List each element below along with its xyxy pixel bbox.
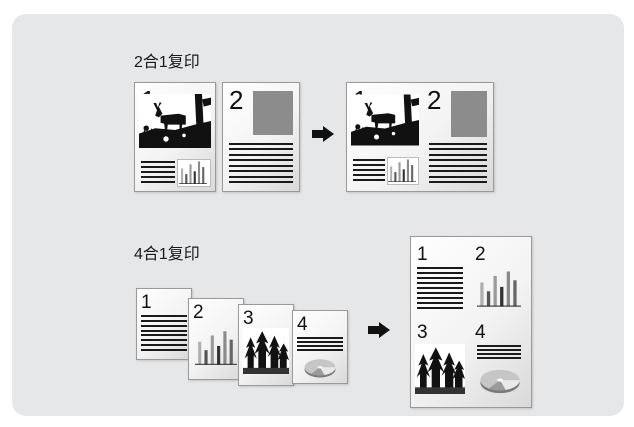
page-number: 4 — [475, 322, 486, 343]
text-lines — [417, 267, 463, 309]
text-lines — [429, 143, 487, 183]
page-number: 3 — [417, 322, 428, 343]
source-page-2: 2 — [222, 82, 300, 192]
right-arrow-icon — [312, 126, 334, 142]
bar-chart-icon — [178, 160, 208, 184]
right-arrow-icon — [368, 322, 390, 338]
text-lines — [141, 161, 175, 183]
text-lines — [297, 337, 343, 351]
chart-thumbnail — [177, 159, 211, 187]
pie-chart-icon — [477, 367, 523, 395]
page-number: 2 — [229, 85, 244, 115]
bar-chart-icon — [195, 325, 237, 369]
pie-chart-icon — [298, 357, 342, 379]
text-lines — [477, 345, 521, 359]
source-page-2: 2 — [188, 298, 244, 380]
page-number: 2 — [193, 302, 204, 323]
deer-photo — [139, 91, 211, 151]
page-number: 1 — [417, 244, 428, 265]
page-number: 2 — [475, 244, 486, 265]
bar-chart-icon — [388, 158, 416, 182]
trees-photo — [243, 325, 289, 377]
result-page-4in1: 1 2 3 4 — [410, 236, 532, 408]
source-page-4: 4 — [292, 310, 348, 384]
image-placeholder — [253, 91, 293, 135]
text-lines — [141, 315, 187, 351]
source-page-3: 3 — [238, 304, 294, 386]
two-in-one-title: 2合1复印 — [134, 54, 200, 71]
four-in-one-title: 4合1复印 — [134, 246, 200, 263]
page-number: 2 — [427, 85, 442, 115]
result-page-2in1: 1 2 — [346, 82, 494, 192]
deer-photo — [351, 91, 419, 149]
image-placeholder — [451, 91, 487, 137]
trees-photo — [415, 341, 465, 397]
text-lines — [229, 143, 293, 183]
comparison-panel: 2合1复印 1 2 1 2 4合1复印 1 2 3 — [12, 14, 624, 416]
text-lines — [353, 159, 385, 181]
bar-chart-icon — [477, 267, 521, 309]
source-page-1: 1 — [136, 288, 192, 360]
page-number: 4 — [297, 314, 308, 335]
chart-thumbnail — [387, 157, 419, 185]
page-number: 1 — [141, 292, 152, 313]
source-page-1: 1 — [134, 82, 216, 192]
page-number: 3 — [243, 308, 254, 329]
